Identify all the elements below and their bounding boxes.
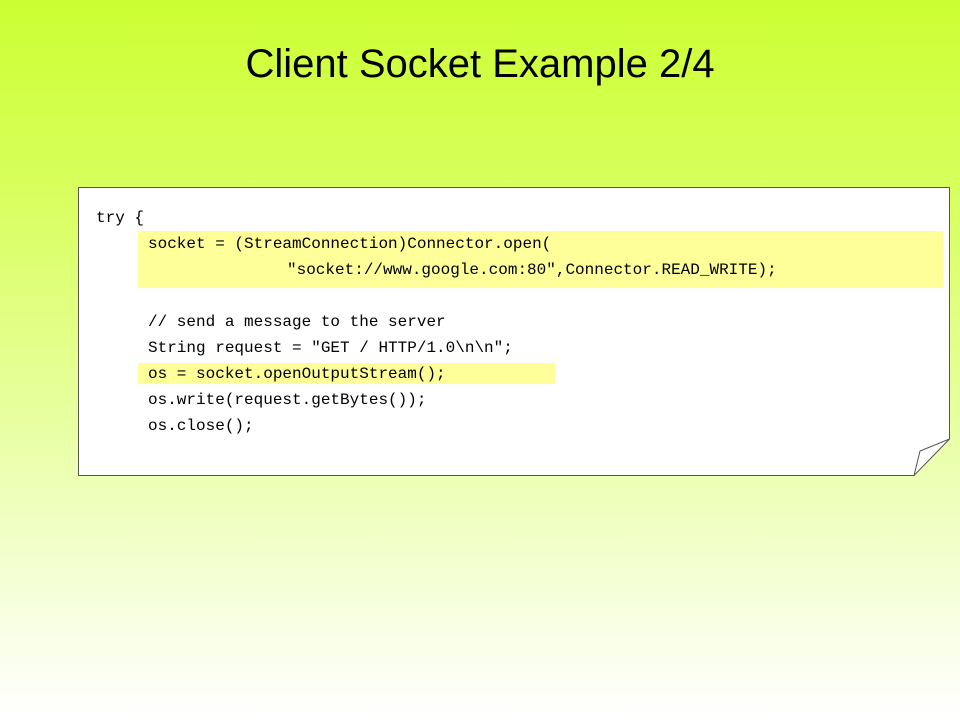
code-line-1: try { xyxy=(96,209,145,227)
code-line-8: os.close(); xyxy=(148,417,254,435)
code-highlight-connector-open xyxy=(138,231,943,288)
code-highlight-output-stream xyxy=(138,363,555,384)
code-line-3: "socket://www.google.com:80",Connector.R… xyxy=(287,261,777,279)
code-line-7: os.write(request.getBytes()); xyxy=(148,391,427,409)
slide-title: Client Socket Example 2/4 xyxy=(245,42,715,86)
code-line-4: // send a message to the server xyxy=(148,313,446,331)
code-note: try { socket = (StreamConnection)Connect… xyxy=(78,187,950,476)
code-line-2: socket = (StreamConnection)Connector.ope… xyxy=(148,235,552,253)
code-line-5: String request = "GET / HTTP/1.0\n\n"; xyxy=(148,339,513,357)
code-line-6: os = socket.openOutputStream(); xyxy=(148,365,446,383)
